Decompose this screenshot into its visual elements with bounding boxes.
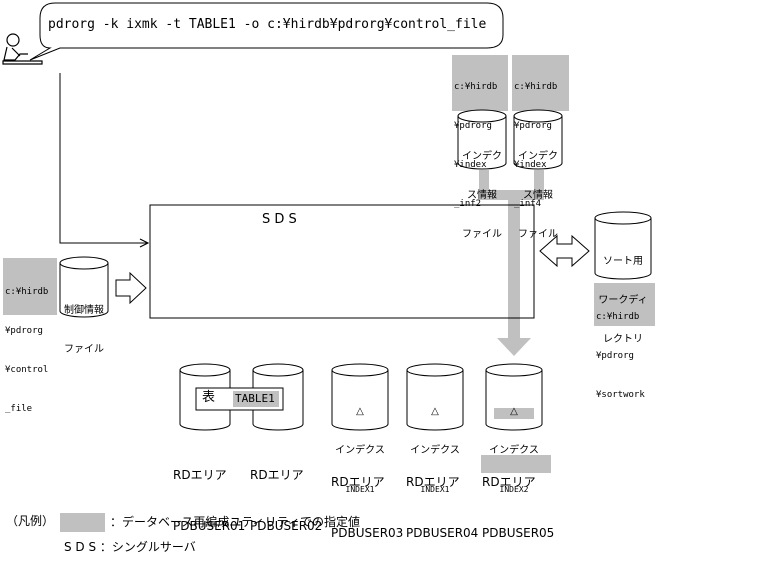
dir-label-line: ソート用: [603, 256, 643, 267]
legend-gray-description: ：データベース再編成ユティリティでの指定値: [110, 515, 360, 529]
rd-area-cylinder-03: [331, 363, 389, 431]
file-label-line: ファイル: [462, 229, 502, 240]
command-balloon: [29, 2, 504, 61]
rd-area-kana: RDエリア: [250, 468, 304, 482]
index-inf2-path: c:¥hirdb ¥pdrorg ¥index _inf2: [454, 55, 497, 224]
rd-area-label-01: RDエリア PDBUSER01: [173, 433, 245, 552]
control-path-line: ¥pdrorg: [5, 326, 43, 336]
sds-label: S D S: [262, 212, 297, 227]
rd-area-name: PDBUSER04: [406, 526, 479, 540]
legend-title: （凡例）: [6, 514, 55, 528]
control-path: c:¥hirdb ¥pdrorg ¥control _file: [5, 260, 48, 429]
index-inf4-path-line: _inf4: [514, 199, 542, 209]
file-label-line: インデク: [462, 151, 502, 162]
index-kana-label: インデクス: [410, 445, 460, 456]
index-name: INDEX1: [345, 485, 375, 494]
index-triangle-icon: △: [356, 406, 364, 417]
index-inf2-path-line: c:¥hirdb: [454, 82, 498, 92]
file-label-line: ファイル: [518, 229, 558, 240]
control-info-file-label: 制御情報 ファイル: [60, 278, 108, 369]
command-text: pdrorg -k ixmk -t TABLE1 -o c:¥hirdb¥pdr…: [48, 17, 487, 32]
index-inf2-path-line: ¥index: [454, 160, 487, 170]
rd-area-label-02: RDエリア PDBUSER02: [250, 433, 322, 552]
sortwork-path: c:¥hirdb ¥pdrorg ¥sortwork: [596, 285, 645, 415]
control-path-line: c:¥hirdb: [5, 287, 49, 297]
pdbuser05-bg: [481, 455, 551, 473]
index-inf2-path-line: _inf2: [454, 199, 482, 209]
control-path-line: ¥control: [5, 365, 49, 375]
rd-area-label-03: RDエリア PDBUSER03: [331, 440, 403, 559]
index-triangle-icon: △: [431, 406, 439, 417]
input-arrow: [115, 271, 147, 305]
index-kana-label: インデクス: [489, 445, 539, 456]
dir-label-line: ワークディ: [598, 295, 648, 306]
index-label-pdbuser05: △ インデクス INDEX2: [486, 379, 542, 509]
file-label-line: 制御情報: [64, 305, 104, 316]
index-info-flow: [479, 170, 544, 356]
sds-box: [149, 204, 535, 319]
sort-work-directory: [594, 211, 652, 280]
rd-area-name: PDBUSER03: [331, 526, 404, 540]
index-info-file-inf4-label: インデク ス情報 ファイル: [514, 124, 562, 254]
rd-area-label-04: RDエリア PDBUSER04: [406, 440, 478, 559]
index-name: INDEX2: [499, 485, 529, 494]
rd-area-kana: RDエリア: [173, 468, 227, 482]
index-info-file-inf2-label: インデク ス情報 ファイル: [458, 124, 506, 254]
rd-area-kana: RDエリア: [406, 475, 460, 489]
index-inf4-path-line: ¥pdrorg: [514, 121, 552, 131]
rd-area-name: PDBUSER01: [173, 519, 246, 533]
file-label-line: ス情報: [467, 190, 497, 201]
control-info-file: [59, 256, 109, 318]
table-name-bg: [233, 391, 279, 407]
index-info-file-inf4: [513, 109, 563, 170]
legend-gray-swatch: [60, 513, 105, 532]
index-name: INDEX1: [420, 485, 450, 494]
dir-label-line: レクトリ: [603, 334, 643, 345]
sort-work-directory-label: ソート用 ワークディ レクトリ: [595, 229, 651, 359]
sortwork-path-line: ¥pdrorg: [596, 351, 634, 361]
table-name: TABLE1: [235, 392, 275, 405]
rd-area-cylinder-04: [406, 363, 464, 431]
bidirectional-arrow: [539, 234, 590, 268]
index-info-file-inf2: [457, 109, 507, 170]
control-path-line: _file: [5, 404, 33, 414]
index-triangle-icon: △: [510, 406, 518, 417]
index-label-pdbuser04: △ インデクス INDEX1: [407, 379, 463, 509]
index-inf4-path: c:¥hirdb ¥pdrorg ¥index _inf4: [514, 55, 557, 224]
sortwork-path-line: c:¥hirdb: [596, 312, 640, 322]
rd-area-name: PDBUSER02: [250, 519, 323, 533]
operator-icon: [2, 33, 43, 65]
flow-arrow-command-to-sds: [59, 73, 148, 243]
file-label-line: ファイル: [64, 344, 104, 355]
index-inf4-path-line: ¥index: [514, 160, 547, 170]
index-inf2-path-line: ¥pdrorg: [454, 121, 492, 131]
index-inf4-path-line: c:¥hirdb: [514, 82, 558, 92]
legend-sds-definition: S D S ：シングルサーバ: [64, 540, 196, 554]
index-kana-label: インデクス: [335, 445, 385, 456]
file-label-line: ス情報: [523, 190, 553, 201]
rd-area-kana: RDエリア: [331, 475, 385, 489]
rd-area-label-05: RDエリア PDBUSER05: [482, 440, 554, 559]
control-path-bg: [3, 258, 57, 315]
file-label-line: インデク: [518, 151, 558, 162]
rd-area-name: PDBUSER05: [482, 526, 555, 540]
index-inf4-path-bg: [512, 55, 569, 111]
index2-bg: [494, 408, 534, 419]
sortwork-path-bg: [594, 283, 655, 326]
rd-area-kana: RDエリア: [482, 475, 536, 489]
sortwork-path-line: ¥sortwork: [596, 390, 645, 400]
table-label: 表: [202, 390, 216, 405]
index-inf2-path-bg: [452, 55, 508, 111]
index-label-pdbuser03: △ インデクス INDEX1: [332, 379, 388, 509]
